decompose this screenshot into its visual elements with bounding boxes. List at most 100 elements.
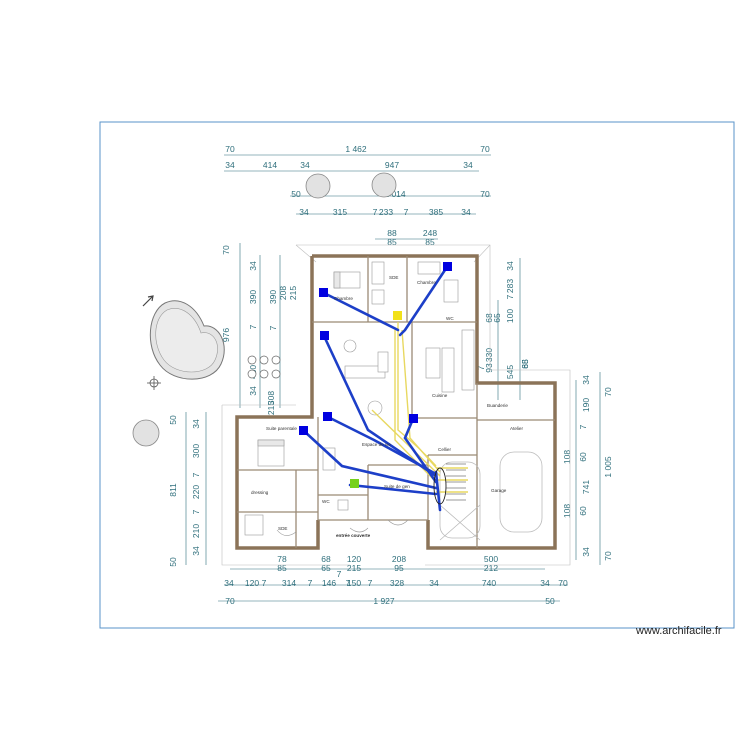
dimension-label: 210 [191,524,201,538]
dimension-label: 146 [322,578,336,588]
dimension-label: 308 [266,391,276,405]
dimension-label: 70 [480,189,490,199]
room-label: dressing [251,490,269,495]
dimension-label: 88 [520,359,530,369]
dimension-label: 65 [321,563,331,573]
room-label: SDE [389,275,398,280]
dimension-label: 85 [277,563,287,573]
room-label: WC [322,499,330,504]
room-label: Chambre [417,280,436,285]
roof-outline [221,244,571,566]
dimension-label: 70 [603,387,613,397]
dimension-label: 34 [225,160,235,170]
vmc-unit [433,463,466,505]
dimension-label: 70 [225,596,235,606]
garage-cars [439,451,543,541]
dimension-label: 330 [484,348,494,362]
dimension-label: 7 [308,578,313,588]
room-label: SDE [278,526,287,531]
dimension-label: 947 [385,160,399,170]
dimension-label: 7 [404,207,409,217]
pool [149,300,225,380]
dimension-label: 7 [368,578,373,588]
dimension-label: 7 [373,207,378,217]
dimension-label: 150 [347,578,361,588]
dimension-label: 315 [333,207,347,217]
dimension-label: 70 [221,245,231,255]
terrace-table [247,355,281,379]
room-label: Cellier [438,447,451,452]
dimension-label: 7 [268,325,278,330]
dimension-label: 65 [520,359,530,369]
dimension-label: 70 [603,551,613,561]
dimension-label: 34 [191,546,201,556]
north-arrow-icon [142,295,154,307]
dimension-label: 300 [191,444,201,458]
dimension-label: 215 [347,563,361,573]
dimension-label: 500 [484,554,498,564]
dimension-label: 976 [221,328,231,342]
sheet-frame [99,121,735,629]
room-label: Chambre [334,296,353,301]
dimension-label: 93 [484,363,494,373]
dimension-label: 34 [429,578,439,588]
dimension-label: 283 [505,279,515,293]
dimension-label: 208 [392,554,406,564]
dimension-label: 34 [461,207,471,217]
dimension-label: 390 [248,290,258,304]
dimension-label: 7 [191,472,201,477]
dimension-label: 215 [266,401,276,415]
dimension-label: 50 [168,415,178,425]
dimension-label: 7 [248,324,258,329]
dimension-label: 811 [168,483,178,497]
dimension-label: 741 [581,480,591,494]
dimension-label: 120 [245,578,259,588]
dimension-label: 215 [288,286,298,300]
vent-icon [299,262,452,435]
dimension-label: 1 014 [384,189,406,199]
air-duct-blue [302,265,449,512]
dimension-label: 85 [387,237,397,247]
dimension-label: 68 [321,554,331,564]
dimension-label: 545 [505,365,515,379]
dimension-label: 1 462 [345,144,367,154]
extract-unit-green [350,479,359,488]
dimension-label: 1 005 [603,456,613,478]
dimension-label: 328 [390,578,404,588]
dimension-label: 34 [505,261,515,271]
dimension-label: 7 [505,294,515,299]
dimension-label: 65 [492,313,502,323]
dimension-label: 34 [299,207,309,217]
dimension-label: 248 [423,228,437,238]
dimension-label: 7 [337,569,342,579]
room-label: Buanderie [487,403,508,408]
dimension-label: 78 [277,554,287,564]
dimension-label: 34 [248,261,258,271]
dimension-label: 34 [581,547,591,557]
dimension-label: 50 [168,557,178,567]
dimension-label: 7 [191,509,201,514]
dimension-label: 120 [347,554,361,564]
dimension-label: 50 [291,189,301,199]
room-label: Atelier [510,426,523,431]
room-label: Cuisine [432,393,448,398]
dimension-label: 1 927 [373,596,395,606]
dimension-label: 70 [480,144,490,154]
dimension-label: 95 [394,563,404,573]
room-label: Garage [491,488,507,493]
dimension-label: 60 [578,506,588,516]
dimension-label: 385 [429,207,443,217]
room-label: WC [446,316,454,321]
dimension-label: 34 [191,419,201,429]
watermark: www.archifacile.fr [636,625,722,637]
dimension-lines [185,154,601,602]
dimension-label: 34 [463,160,473,170]
extract-unit-yellow [393,311,402,320]
dimension-label: 108 [562,450,572,464]
dimension-label: 34 [581,375,591,385]
dimension-label: 7 [578,424,588,429]
dimension-label: 7 [346,578,351,588]
dimension-label: 108 [562,504,572,518]
door-arcs [276,519,409,536]
